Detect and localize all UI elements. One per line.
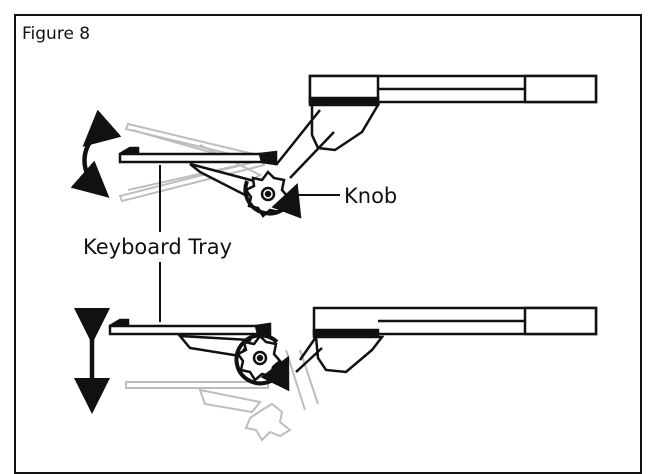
top-illustration [70, 74, 598, 219]
arm-bar-bottom [312, 306, 598, 339]
bracket-top [275, 103, 381, 179]
figure-title: Figure 8 [22, 24, 91, 44]
knob-label: Knob [344, 184, 398, 208]
knob-rotation-arrow-top [243, 180, 302, 219]
knob-rotation-arrow-bottom [234, 333, 290, 392]
bracket-bottom [295, 335, 385, 374]
arm-bar-top [308, 74, 598, 107]
ghost-tray-lowered [125, 349, 319, 442]
bottom-illustration [74, 306, 598, 442]
keyboard-tray-label: Keyboard Tray [83, 235, 233, 259]
tilt-arrow [70, 109, 122, 198]
